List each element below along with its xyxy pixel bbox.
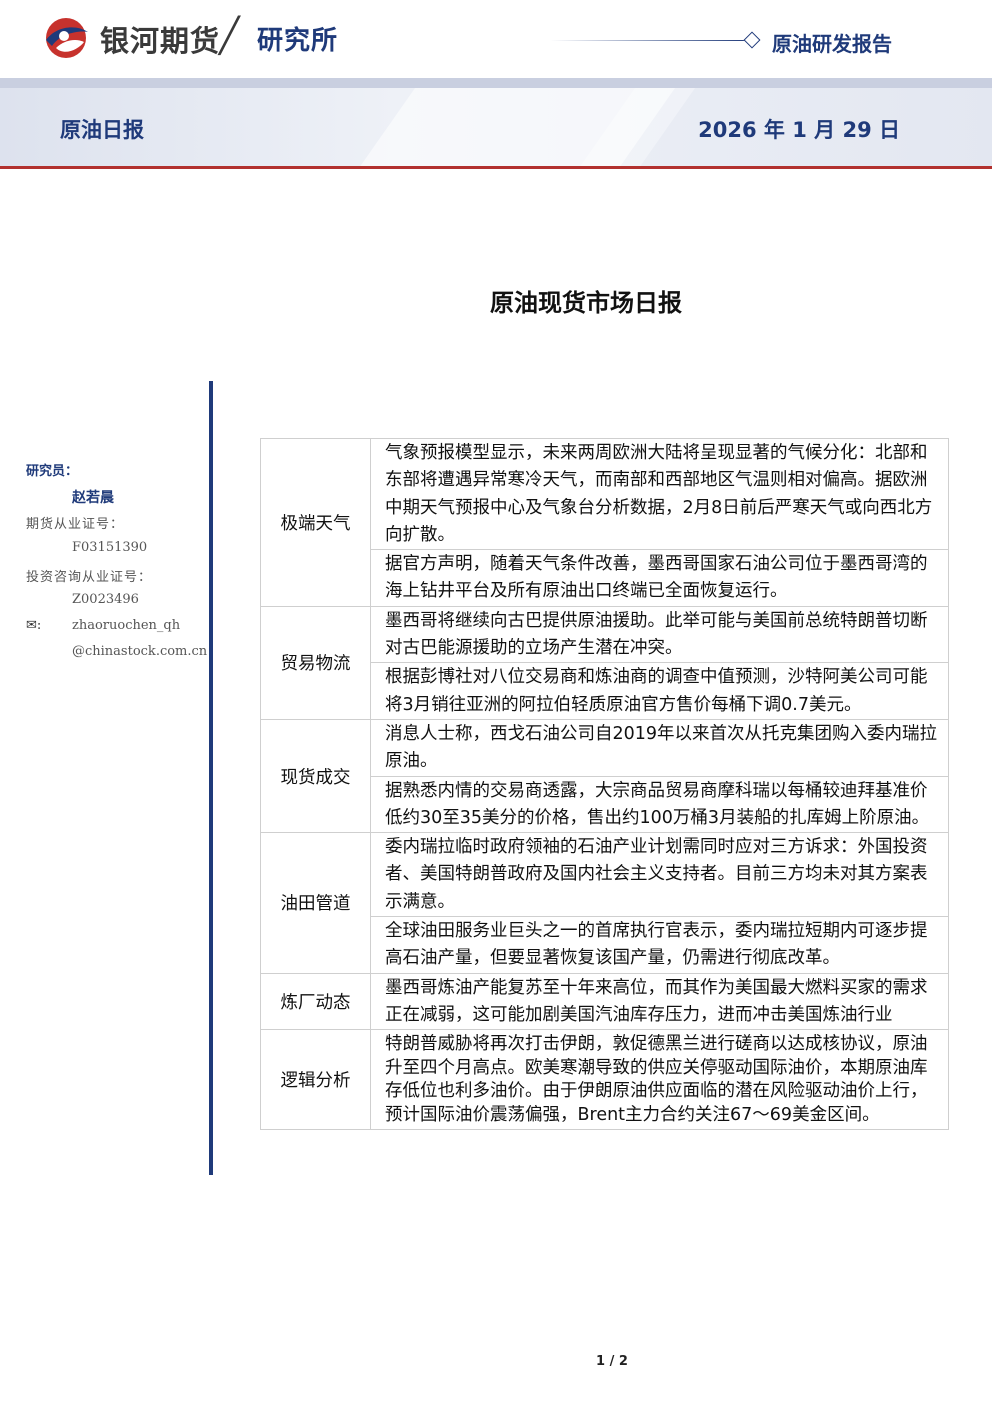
news-item: 据官方声明，随着天气条件改善，墨西哥国家石油公司位于墨西哥湾的海上钻井平台及所有… [370, 549, 949, 607]
researcher-label: 研究员： [26, 464, 79, 479]
table-row: 据官方声明，随着天气条件改善，墨西哥国家石油公司位于墨西哥湾的海上钻井平台及所有… [261, 549, 949, 607]
investment-license-number: Z0023496 [72, 592, 139, 607]
report-type-line [550, 40, 750, 41]
page-number: 1 / 2 [0, 1354, 992, 1369]
news-item: 消息人士称，西戈石油公司自2019年以来首次从托克集团购入委内瑞拉原油。 [370, 718, 949, 777]
table-row: 逻辑分析 特朗普威胁将再次打击伊朗，敦促德黑兰进行磋商以达成核协议，原油升至四个… [260, 1029, 949, 1131]
report-date: 2026 年 1 月 29 日 [698, 118, 900, 142]
galaxy-logo-icon [46, 18, 88, 58]
table-row: 现货成交 消息人士称，西戈石油公司自2019年以来首次从托克集团购入委内瑞拉原油… [260, 718, 949, 834]
category-cell: 现货成交 [260, 718, 371, 834]
news-item: 全球油田服务业巨头之一的首席执行官表示，委内瑞拉短期内可逐步提高石油产量，但要显… [370, 916, 949, 974]
page-title: 原油现货市场日报 [490, 289, 682, 317]
diamond-icon [743, 31, 761, 49]
institute-name: 研究所 [257, 26, 339, 56]
license-label: 期货从业证号： [26, 517, 125, 532]
category-cell: 极端天气 [260, 438, 371, 607]
news-item: 气象预报模型显示，未来两周欧洲大陆将呈现显著的气候分化：北部和东部将遭遇异常寒冷… [370, 437, 949, 551]
table-row: 根据彭博社对八位交易商和炼油商的调查中值预测，沙特阿美公司可能将3月销往亚洲的阿… [261, 662, 949, 720]
researcher-name: 赵若晨 [72, 490, 114, 506]
news-item: 根据彭博社对八位交易商和炼油商的调查中值预测，沙特阿美公司可能将3月销往亚洲的阿… [370, 662, 949, 720]
report-type: 原油研发报告 [772, 32, 892, 56]
category-cell: 炼厂动态 [260, 972, 371, 1031]
category-cell: 贸易物流 [260, 605, 371, 720]
news-item: 据熟悉内情的交易商透露，大宗商品贸易商摩科瑞以每桶较迪拜基准价低约30至35美分… [370, 775, 949, 834]
sidebar-divider [209, 381, 213, 1175]
email-user[interactable]: zhaoruochen_qh [72, 618, 181, 633]
header-stripe [0, 78, 992, 88]
header-red-rule [0, 166, 992, 169]
license-number: F03151390 [72, 540, 148, 555]
brand-name: 银河期货 [100, 24, 221, 58]
email-domain[interactable]: @chinastock.com.cn [72, 644, 208, 659]
title-banner [0, 88, 992, 166]
news-item: 特朗普威胁将再次打击伊朗，敦促德黑兰进行磋商以达成核协议，原油升至四个月高点。欧… [370, 1029, 949, 1131]
investment-license-label: 投资咨询从业证号： [26, 570, 153, 585]
table-row: 炼厂动态 墨西哥炼油产能复苏至十年来高位，而其作为美国最大燃料买家的需求正在减弱… [260, 972, 949, 1031]
news-item: 委内瑞拉临时政府领袖的石油产业计划需同时应对三方诉求：外国投资者、美国特朗普政府… [370, 832, 949, 918]
table-row: 据熟悉内情的交易商透露，大宗商品贸易商摩科瑞以每桶较迪拜基准价低约30至35美分… [261, 775, 949, 834]
table-row: 贸易物流 墨西哥将继续向古巴提供原油援助。此举可能与美国前总统特朗普切断对古巴能… [260, 605, 949, 720]
email-icon: ✉: [26, 618, 42, 633]
header-band: 银河期货 ╱ 研究所 原油研发报告 [0, 0, 992, 78]
page-number-text: 1 / 2 [596, 1354, 628, 1369]
brand-divider: ╱ [219, 16, 240, 56]
news-item: 墨西哥将继续向古巴提供原油援助。此举可能与美国前总统特朗普切断对古巴能源援助的立… [370, 605, 949, 664]
table-row: 极端天气 气象预报模型显示，未来两周欧洲大陆将呈现显著的气候分化：北部和东部将遭… [260, 437, 949, 607]
table-row: 全球油田服务业巨头之一的首席执行官表示，委内瑞拉短期内可逐步提高石油产量，但要显… [261, 916, 949, 974]
category-cell: 油田管道 [260, 832, 371, 974]
news-table: 极端天气 气象预报模型显示，未来两周欧洲大陆将呈现显著的气候分化：北部和东部将遭… [260, 437, 949, 1131]
table-row: 油田管道 委内瑞拉临时政府领袖的石油产业计划需同时应对三方诉求：外国投资者、美国… [260, 832, 949, 974]
daily-report-title: 原油日报 [60, 118, 144, 142]
category-cell: 逻辑分析 [260, 1029, 371, 1131]
news-item: 墨西哥炼油产能复苏至十年来高位，而其作为美国最大燃料买家的需求正在减弱，这可能加… [370, 972, 949, 1031]
